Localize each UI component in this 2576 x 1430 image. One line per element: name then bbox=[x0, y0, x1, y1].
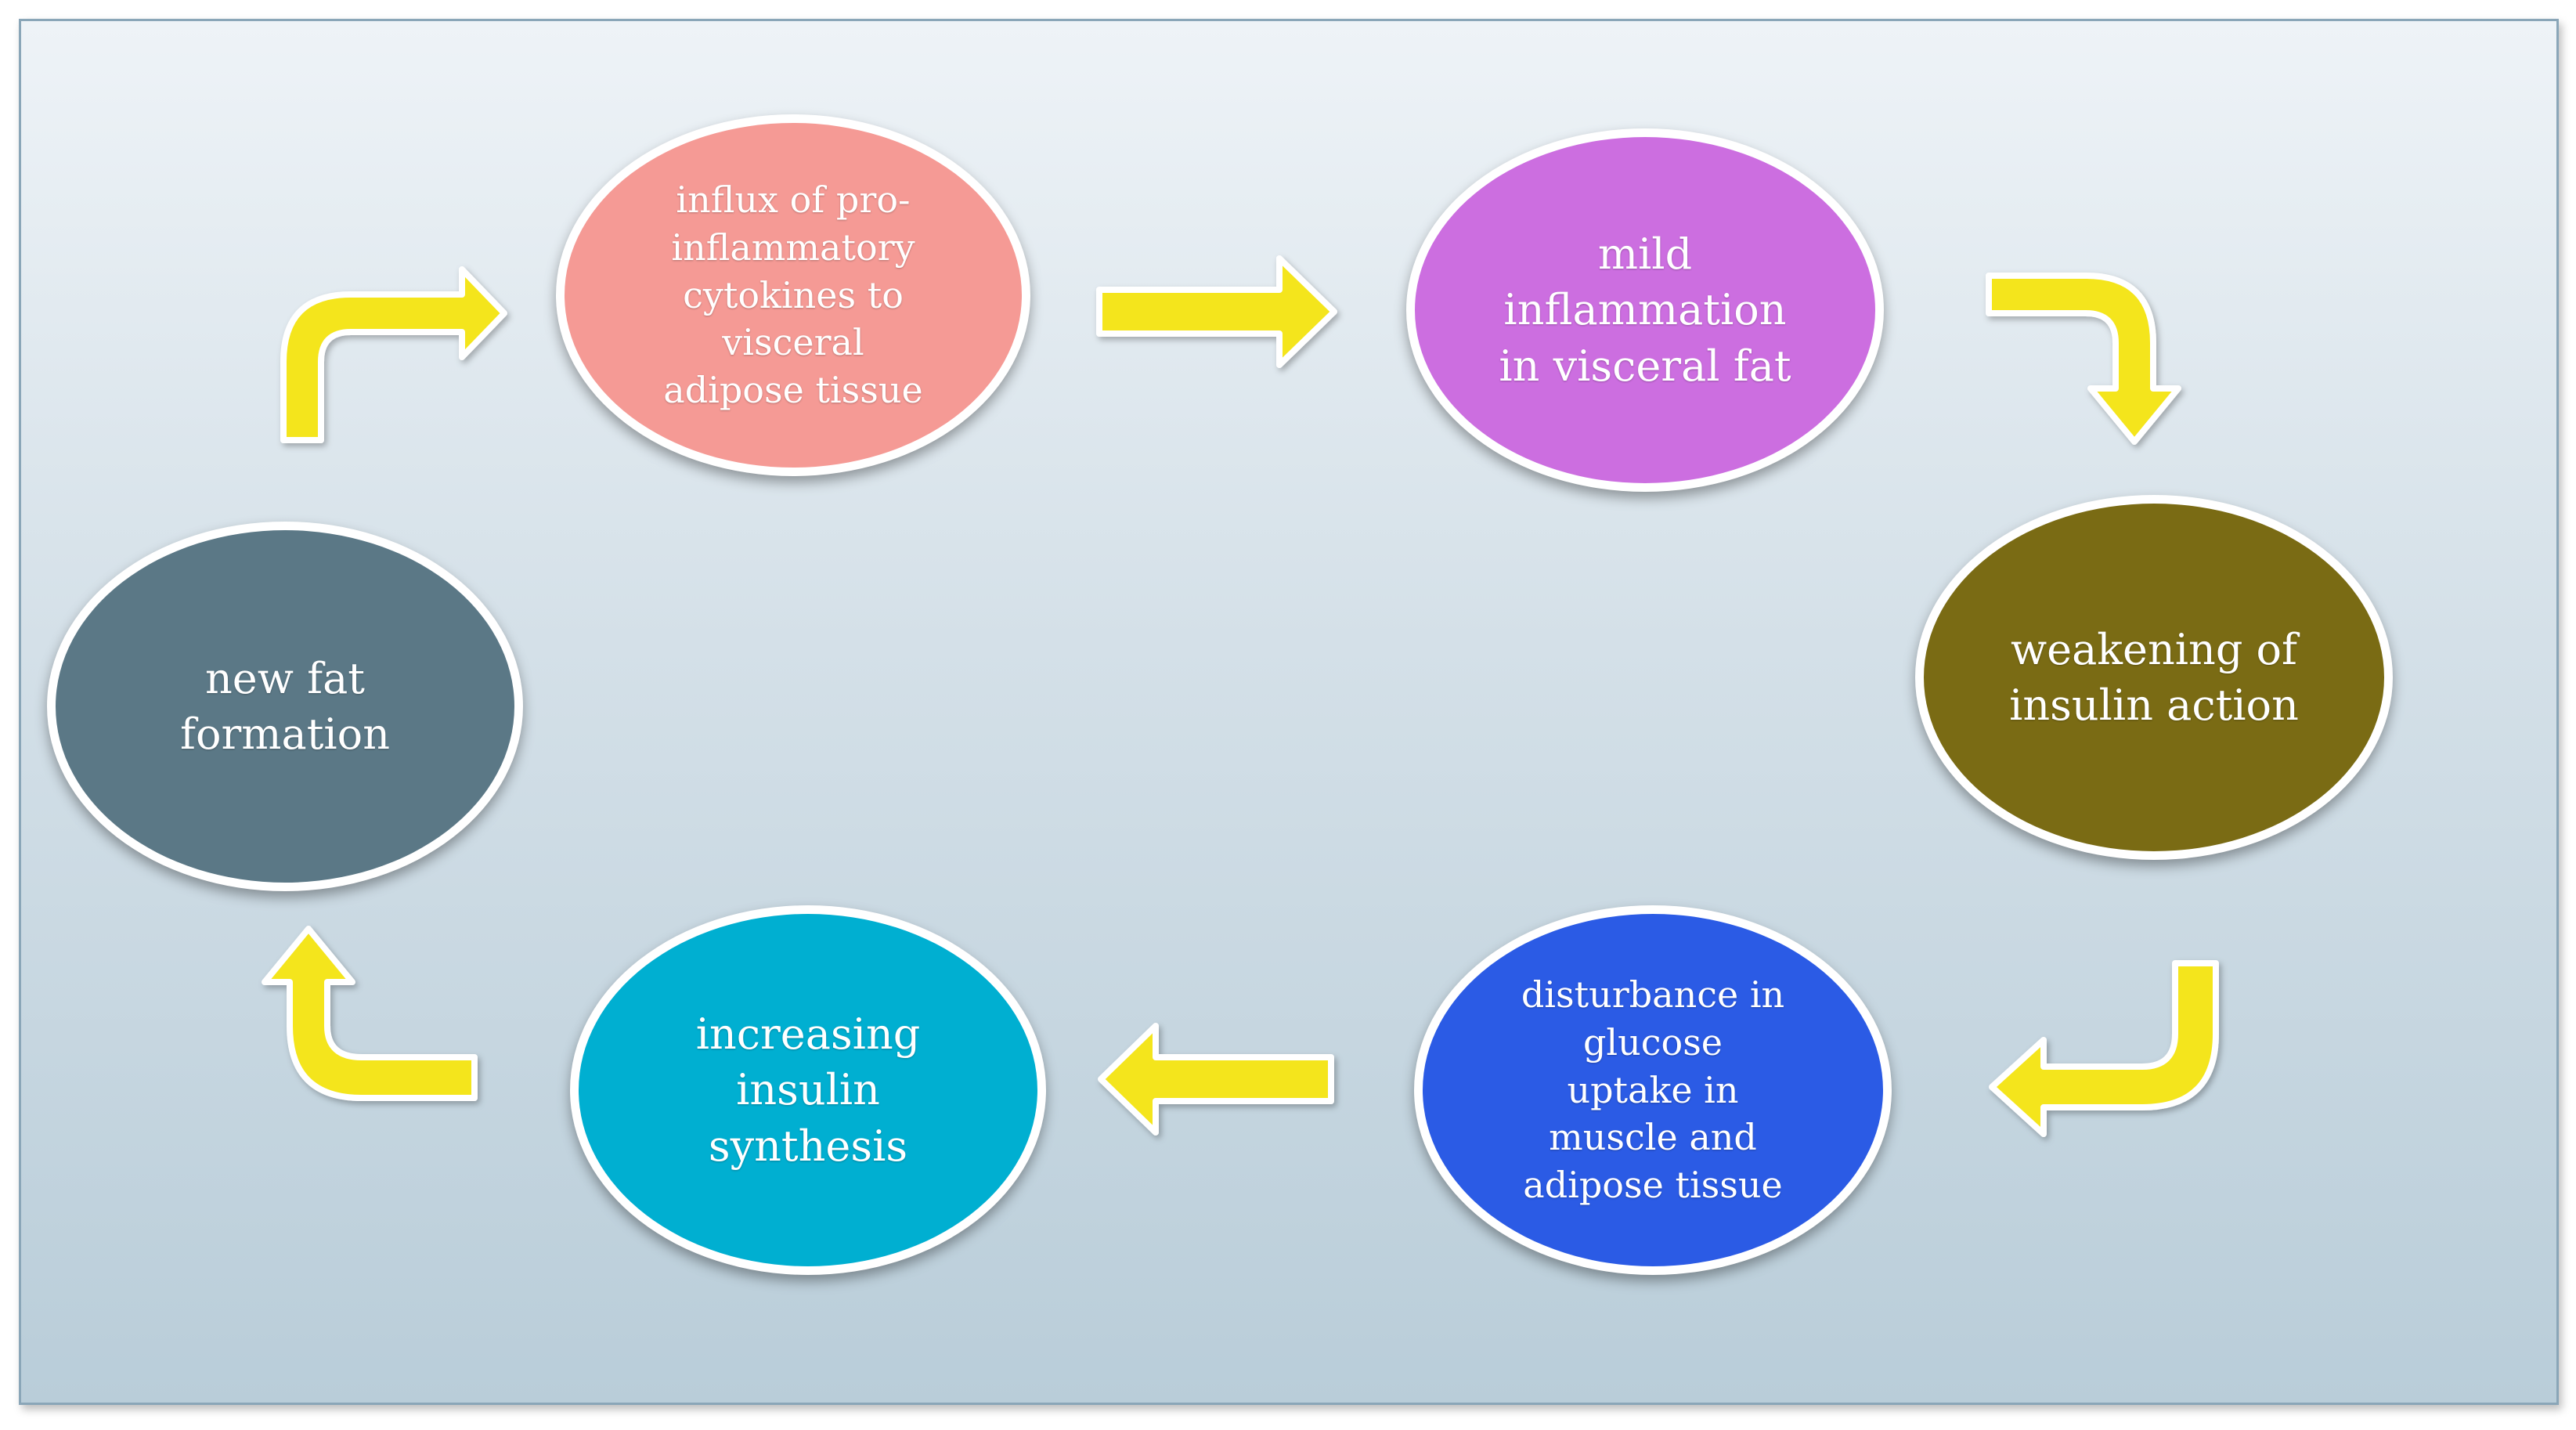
node-mild-inflammation: mild inflammation in visceral fat bbox=[1406, 128, 1884, 492]
arrow-right-icon bbox=[1096, 255, 1337, 368]
node-new-fat: new fat formation bbox=[47, 522, 523, 891]
node-weakening: weakening of insulin action bbox=[1915, 495, 2393, 860]
bent-arrow-left-up-icon bbox=[262, 926, 478, 1101]
node-disturbance: disturbance in glucose uptake in muscle … bbox=[1414, 905, 1892, 1275]
node-increasing: increasing insulin synthesis bbox=[570, 905, 1046, 1275]
node-increasing-label: increasing insulin synthesis bbox=[695, 1009, 921, 1171]
node-mild-inflammation-label: mild inflammation in visceral fat bbox=[1499, 229, 1791, 391]
node-weakening-label: weakening of insulin action bbox=[2009, 624, 2299, 730]
bent-arrow-down-left-icon bbox=[1989, 960, 2219, 1137]
bent-arrow-right-down-icon bbox=[1986, 273, 2181, 445]
node-cytokines-label: influx of pro- inflammatory cytokines to… bbox=[663, 179, 923, 412]
node-disturbance-label: disturbance in glucose uptake in muscle … bbox=[1521, 973, 1785, 1207]
bent-arrow-up-right-icon bbox=[280, 266, 507, 443]
node-new-fat-label: new fat formation bbox=[180, 653, 390, 759]
arrow-left-icon bbox=[1098, 1023, 1334, 1136]
node-cytokines: influx of pro- inflammatory cytokines to… bbox=[556, 114, 1030, 476]
